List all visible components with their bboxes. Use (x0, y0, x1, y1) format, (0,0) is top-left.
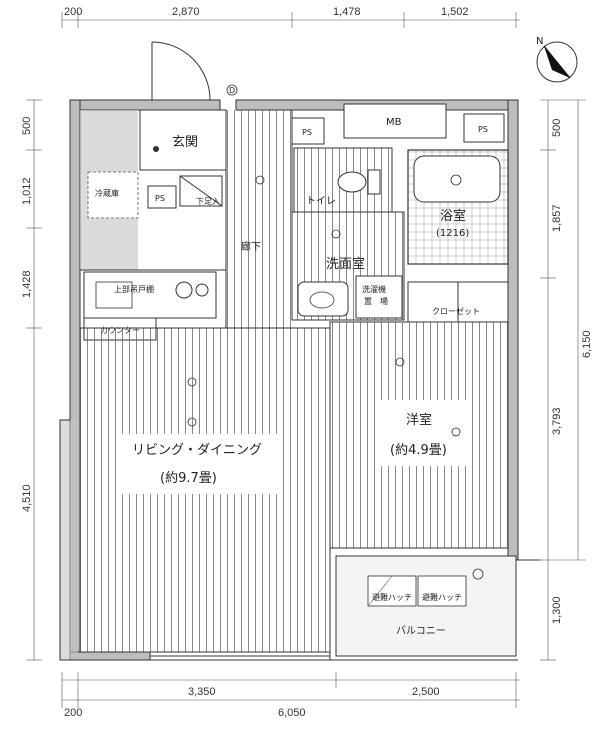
dim-left-2: 1,012 (21, 177, 33, 205)
ps-box-2-label: PS (302, 128, 312, 137)
dim-left-3: 1,428 (21, 270, 33, 298)
washer-area (355, 275, 403, 319)
dimension-left: 500 1,012 1,428 4,510 (21, 99, 42, 661)
dim-left-4: 4,510 (21, 484, 33, 512)
ps-box-3 (463, 113, 505, 143)
mb-label: MB (386, 117, 402, 128)
svg-text:D: D (229, 86, 235, 95)
mb-box (343, 103, 447, 139)
ps-box-3-label: PS (478, 125, 488, 134)
ceiling-lights (187, 175, 461, 437)
hallway-floor (226, 110, 292, 328)
ps-box-1-label: PS (155, 194, 165, 203)
storage-tag: 下足入 (196, 197, 220, 206)
compass-icon: N (536, 36, 578, 83)
dim-bottom-total: 6,050 (278, 707, 306, 719)
dim-bottom-left: 200 (64, 707, 82, 719)
hallway-label-text: 廊下 (241, 240, 261, 253)
entrance-area (139, 109, 227, 171)
ps-box-2 (291, 117, 325, 145)
dimension-right: 500 1,857 3,793 1,300 (540, 99, 586, 661)
building-outline (59, 100, 540, 661)
dim-top-2: 2,870 (172, 6, 200, 18)
dim-right-2: 1,857 (551, 204, 563, 232)
ps-box-1 (147, 185, 177, 209)
wall-texture-2 (60, 420, 78, 660)
compass-label: N (536, 36, 543, 47)
hatch-2-label: 避難ハッチ (422, 592, 462, 602)
dim-top-4: 1,502 (441, 6, 469, 18)
toilet-label: トイレ (306, 196, 336, 207)
dim-bottom-2: 2,500 (412, 686, 440, 698)
shoe-storage-label: 冷蔵庫 (95, 188, 119, 198)
washbasin (297, 281, 349, 317)
dim-top-3: 1,478 (333, 6, 361, 18)
shoe-area (87, 171, 139, 219)
hatch-1-label: 避難ハッチ (372, 592, 412, 602)
entrance-label: 玄関 (172, 135, 198, 150)
toilet-bowl (337, 171, 367, 193)
upper-cabinet-label: 上部吊戸棚 (114, 284, 154, 294)
dimension-bottom: 3,350 2,500 200 6,050 (61, 672, 520, 719)
dimension-top: 200 2,870 1,478 1,502 (61, 6, 520, 28)
western-name: 洋室 (406, 412, 432, 428)
dim-bottom-1: 3,350 (188, 686, 216, 698)
hatch-2 (417, 575, 467, 607)
dim-top-1: 200 (64, 6, 82, 18)
balcony-label: バルコニー (396, 625, 446, 637)
dim-right-total-label: 6,150 (581, 330, 593, 358)
washer-label-1: 洗濯機 (362, 284, 386, 294)
western-size: (約4.9畳) (390, 443, 447, 458)
living-size: (約9.7畳) (160, 471, 217, 486)
dim-left-1: 500 (21, 117, 33, 135)
washer-label-2: 置 場 (364, 296, 388, 306)
washroom-label: 洗面室 (326, 256, 365, 272)
entrance-door: D (151, 41, 238, 101)
dim-right-1: 500 (551, 119, 563, 137)
closet-label: クローゼット (432, 306, 480, 316)
living-name: リビング・ダイニング (132, 443, 262, 458)
bathtub (413, 155, 501, 203)
hatch-1 (367, 575, 417, 607)
dim-right-4: 1,300 (551, 596, 563, 624)
dim-right-3: 3,793 (551, 407, 563, 435)
bath-size: (1216) (436, 228, 469, 239)
bath-label: 浴室 (440, 208, 466, 224)
